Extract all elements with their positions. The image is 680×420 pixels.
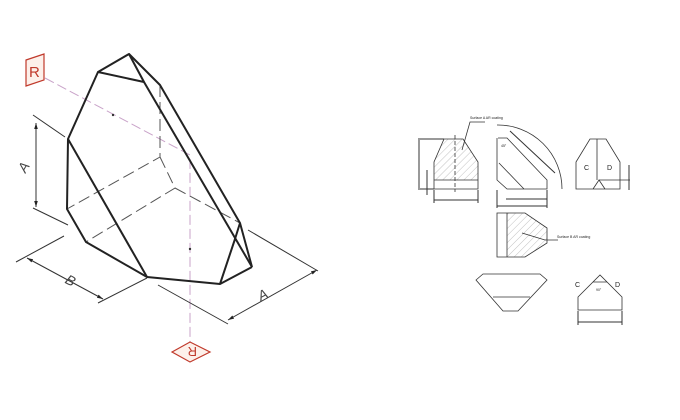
dimension-label-a-right: A [254,285,271,304]
face-c-label: C [584,165,589,172]
apex-view: C D 90° [575,274,623,325]
dimension-b: B [15,235,148,304]
surface-b-label: Surface B AR coating [557,235,590,239]
end-view: C D [575,138,630,190]
front-view: Surface A AR coating [418,116,503,203]
top-view [475,273,548,312]
dimension-label-b: B [63,271,79,290]
side-view: 45° [496,124,563,208]
angle-label: 45° [501,144,507,148]
svg-text:R: R [188,344,197,359]
surface-a-label: Surface A AR coating [470,116,503,120]
optical-axis [44,77,191,345]
reference-marker-bottom: R [170,341,212,363]
dimension-a-left: A [14,114,69,226]
apex-angle-label: 90° [596,288,602,292]
prism-edges [66,53,253,285]
face-d-label-2: D [615,282,620,289]
dimension-label-a: A [14,159,33,176]
reference-marker-top: R [25,53,45,87]
orthographic-views: Surface A AR coating 45° C D Surface B A… [418,116,630,325]
svg-text:R: R [29,64,40,81]
bottom-view: Surface B AR coating [496,212,590,258]
face-c-label-2: C [575,282,580,289]
isometric-view: A B A R R [14,53,319,363]
face-d-label: D [607,165,612,172]
hidden-edges [66,85,241,243]
